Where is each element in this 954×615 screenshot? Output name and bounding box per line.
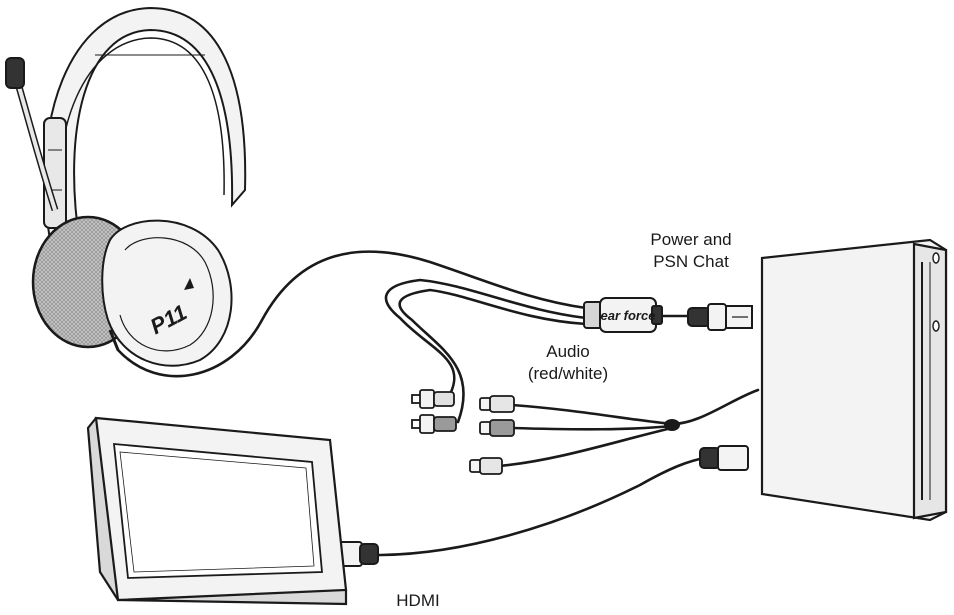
audio-label-line1: Audio — [546, 342, 590, 361]
usb-plug — [687, 303, 753, 331]
television — [86, 416, 348, 606]
rca-jack-yellow — [469, 457, 503, 475]
power-label-line1: Power and — [650, 230, 732, 249]
rca-jack-red — [479, 419, 515, 437]
rca-plugs-console — [469, 395, 515, 475]
cables — [116, 250, 760, 557]
hdmi-label-text: HDMI — [396, 591, 440, 610]
audio-label-line2: (red/white) — [527, 364, 609, 383]
hdmi-label: HDMI — [388, 590, 448, 612]
amplifier-brand-logo: ear force — [601, 308, 656, 323]
power-psn-chat-label: Power and PSN Chat — [636, 229, 746, 273]
svg-text:ear force: ear force — [601, 308, 656, 323]
inline-amplifier — [583, 297, 663, 333]
rca-plug-red-male — [411, 414, 457, 434]
rca-plug-white-male — [411, 389, 455, 409]
audio-label: Audio (red/white) — [512, 341, 624, 385]
rca-plugs-headset — [411, 389, 457, 434]
cable-junction — [664, 419, 680, 431]
headset — [5, 6, 247, 367]
game-console — [760, 238, 948, 522]
power-label-line2: PSN Chat — [653, 252, 729, 271]
rca-jack-white — [479, 395, 515, 413]
hdmi-plug-console — [699, 445, 749, 471]
